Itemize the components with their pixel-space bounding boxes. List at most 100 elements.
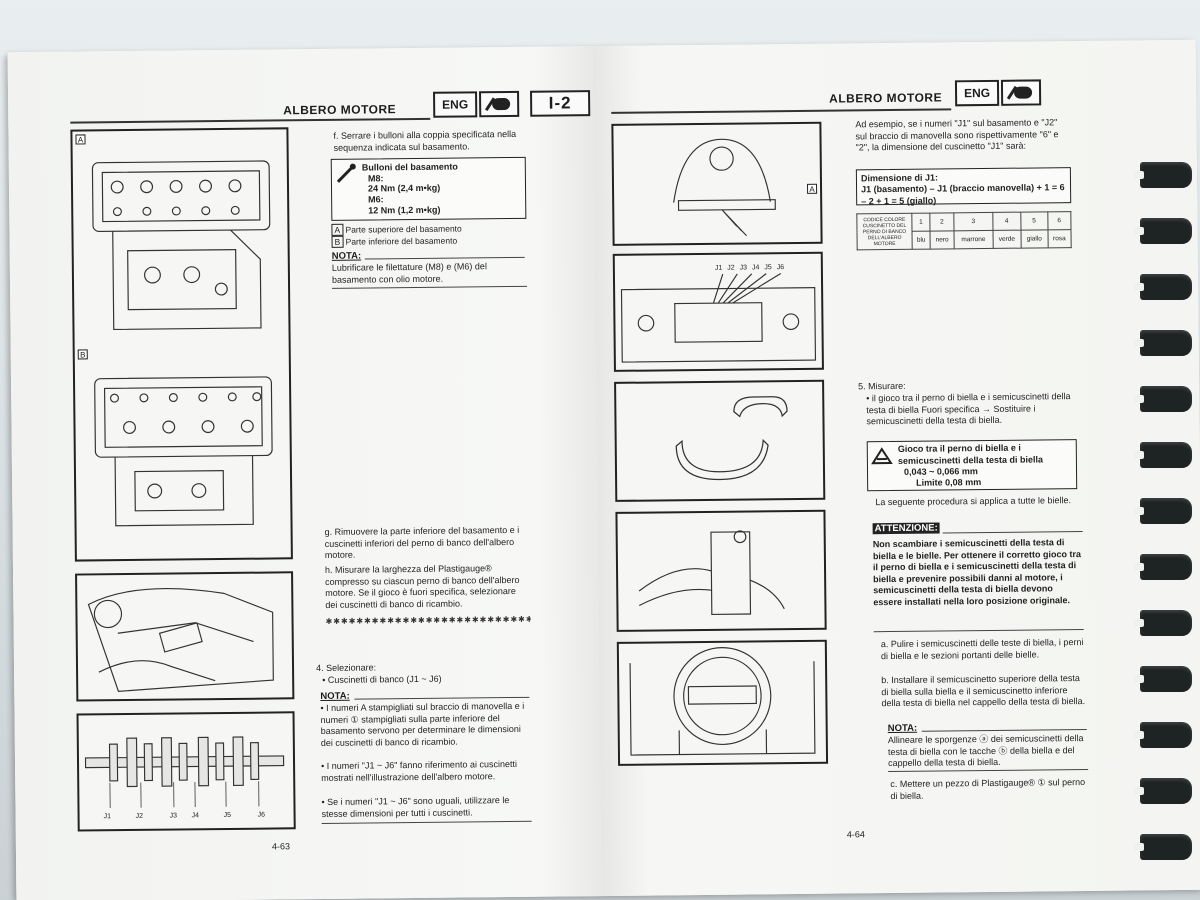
figure-tag-b: B (77, 349, 88, 360)
j-label-6: J6 (776, 264, 785, 272)
crankpin-drawing (629, 647, 816, 756)
crankcase-drawing (91, 160, 273, 527)
rod-cap-figure (615, 509, 827, 632)
service-manual-spread: ALBERO MOTORE ENG I-2 A B (7, 39, 1200, 900)
table-row-numbers: CODICE COLORE CUSCINETTO DEL PERNO DI BA… (856, 211, 1071, 250)
step-c-text: c. Mettere un pezzo di Plastigauge® ① su… (890, 777, 1086, 801)
table-number-6: 6 (1047, 211, 1071, 230)
plastigauge-measure-figure (75, 571, 295, 702)
step-g-text: g. Rimuovere la parte inferiore del basa… (324, 524, 520, 560)
note1-end-rule (332, 285, 528, 289)
figure-tag-a: A (75, 134, 86, 145)
eng-badge: ENG (433, 91, 478, 118)
crankshaft-icon (1006, 85, 1033, 100)
legend-b: B Parte inferiore del basamento (331, 235, 458, 249)
binding-ring (1134, 498, 1192, 524)
formula-text: J1 (basamento) – J1 (braccio manovella) … (861, 182, 1065, 206)
table-color-1: blu (912, 231, 931, 250)
caution-end-rule (873, 629, 1084, 633)
journal-label-j6: J6 (257, 811, 266, 819)
table-number-4: 4 (992, 212, 1021, 231)
legend-b-tag: B (331, 235, 344, 248)
clearance-spec-box: Gioco tra il perno di biella e i semicus… (866, 439, 1078, 492)
table-color-3: marrone (953, 230, 993, 249)
eng-badge-right: ENG (954, 79, 1000, 107)
legend-b-text: Parte inferiore del basamento (345, 235, 458, 247)
hand-holding-rod-drawing (638, 530, 785, 615)
binding-ring (1134, 778, 1192, 804)
clearance-spec-title: Gioco tra il perno di biella e i semicus… (897, 442, 1044, 466)
table-number-5: 5 (1020, 211, 1048, 231)
section-badge: I-2 (530, 90, 591, 117)
table-number-1: 1 (911, 213, 931, 232)
note-text-right: Allineare le sporgenze ⓐ dei semicuscine… (887, 733, 1084, 769)
page-title-right: ALBERO MOTORE (829, 90, 943, 106)
page-number-left: 4-63 (271, 841, 290, 852)
j-label-1: J1 (714, 264, 723, 272)
header-rule-left (70, 117, 431, 124)
step-5-bullet: • il gioco tra il perno di biella e i se… (866, 391, 1071, 427)
crankshaft-icon (484, 97, 511, 112)
note1-rule (364, 256, 525, 260)
crankcase-j-numbers-figure: J1 J2 J3 J4 J5 J6 (612, 251, 824, 372)
procedure-text: La seguente procedura si applica a tutte… (875, 495, 1072, 508)
clearance-spec-limit: Limite 0,08 mm (916, 477, 982, 488)
binding-ring (1134, 386, 1192, 412)
clearance-gauge-icon (871, 447, 893, 465)
note2-bullet-1: • I numeri A stampigliati sul braccio di… (320, 700, 525, 748)
binding-ring (1134, 442, 1192, 468)
bearing-halves-drawing (675, 396, 788, 481)
binding-ring (1134, 554, 1192, 580)
journal-label-j1: J1 (103, 813, 112, 821)
step-4-bullet: • Cuscinetti di banco (J1 ~ J6) (322, 673, 442, 685)
note1-text: Lubrificare le filettature (M8) e (M6) d… (331, 261, 487, 285)
bearing-halves-figure (614, 379, 826, 502)
table-header-cell: CODICE COLORE CUSCINETTO DEL PERNO DI BA… (856, 213, 913, 250)
crankpin-plastigauge-figure (616, 639, 829, 766)
spec-m8-value: 24 Nm (2,4 m•kg) (367, 182, 441, 194)
star-divider: ✱✱✱✱✱✱✱✱✱✱✱✱✱✱✱✱✱✱✱✱✱✱✱✱✱✱✱✱✱✱✱✱ (325, 614, 531, 626)
note-rule-right (921, 728, 1087, 732)
bearing-color-table: CODICE COLORE CUSCINETTO DEL PERNO DI BA… (856, 211, 1072, 250)
j-label-3: J3 (739, 264, 748, 272)
crank-arm-drawing (673, 138, 776, 237)
table-color-4: verde (992, 230, 1022, 249)
crankshaft-drawing (84, 736, 285, 808)
journal-label-j3: J3 (169, 812, 178, 820)
caution-heading: ATTENZIONE: (872, 522, 940, 535)
journal-label-j2: J2 (135, 812, 144, 820)
caution-text: Non scambiare i semicuscinetti della tes… (872, 537, 1082, 607)
crankcase-bolt-sequence-figure: A B (70, 127, 293, 562)
table-color-6: rosa (1047, 229, 1072, 248)
binding-ring (1134, 162, 1192, 188)
page-left: ALBERO MOTORE ENG I-2 A B (7, 46, 602, 900)
j-label-row: J1 J2 J3 J4 J5 J6 (715, 262, 784, 274)
journal-label-j4: J4 (191, 812, 200, 820)
table-number-2: 2 (929, 212, 954, 232)
spiral-binding (1134, 50, 1200, 900)
caution-rule (942, 531, 1083, 534)
note-heading-right: NOTA: (887, 722, 918, 735)
figure-tag-a-right: A (807, 183, 818, 194)
step-h-text: h. Misurare la larghezza del Plastigauge… (324, 563, 520, 610)
legend-a: A Parte superiore del basamento (331, 223, 462, 236)
binding-ring (1134, 274, 1192, 300)
note2-heading: NOTA: (320, 690, 350, 703)
torque-wrench-icon (336, 163, 356, 183)
page-right: ALBERO MOTORE ENG A (592, 39, 1200, 897)
engine-icon-badge-right (1000, 79, 1042, 106)
crankcase-lower-drawing (620, 272, 817, 363)
step-f-text: f. Serrare i bulloni alla coppia specifi… (333, 128, 517, 153)
spec-m6-value: 12 Nm (1,2 m•kg) (368, 204, 441, 216)
page-number-right: 4-64 (846, 829, 865, 840)
legend-a-text: Parte superiore del basamento (345, 223, 462, 235)
legend-a-tag: A (331, 223, 344, 236)
step-a-text: a. Pulire i semicuscinetti delle teste d… (880, 637, 1084, 661)
step-b-text: b. Installare il semicuscinetto superior… (881, 673, 1086, 709)
header-rule-right (611, 108, 952, 114)
spec-title: Bulloni del basamento (361, 161, 458, 173)
j-label-5: J5 (764, 264, 772, 272)
page-title-left: ALBERO MOTORE (283, 102, 397, 118)
example-text: Ad esempio, se i numeri "J1" sul basamen… (855, 117, 1059, 153)
j-label-4: J4 (751, 264, 760, 272)
